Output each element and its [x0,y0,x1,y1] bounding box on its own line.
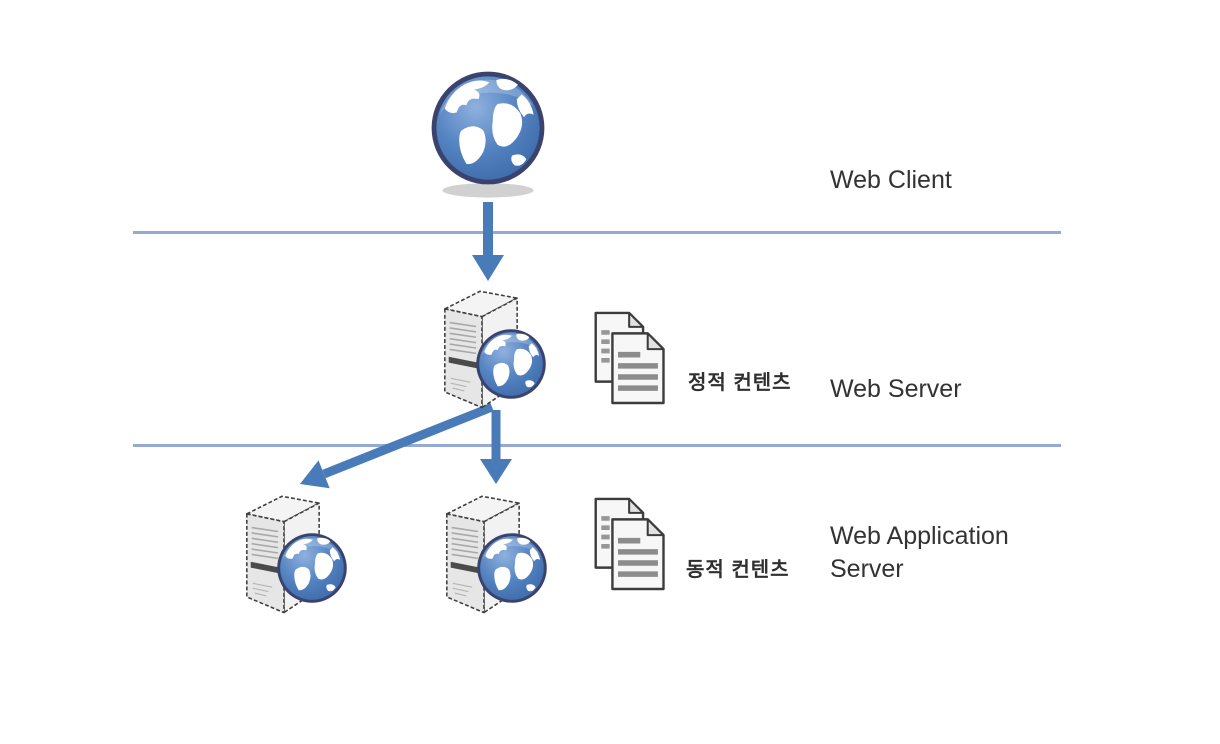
web-client-label: Web Client [830,166,952,194]
tier-divider-webserver-was [133,444,1061,447]
static-content-label: 정적 컨텐츠 [688,372,792,394]
tier-divider-client-webserver [133,231,1061,234]
dynamic-content-documents-icon [592,493,670,594]
arrow-webserver-to-was-left [300,402,494,489]
was-left-globe-icon [275,531,349,605]
was-right-globe-icon [475,531,549,605]
web-server-label: Web Server [830,375,962,403]
web-application-server-label: Web Application Server [830,522,1009,583]
arrow-client-to-webserver [472,202,504,281]
static-content-documents-icon [592,307,670,408]
web-server-globe-icon [474,327,548,401]
web-client-globe-icon [431,71,545,198]
arrow-webserver-to-was-right [480,410,512,484]
dynamic-content-label: 동적 컨텐츠 [686,559,790,581]
